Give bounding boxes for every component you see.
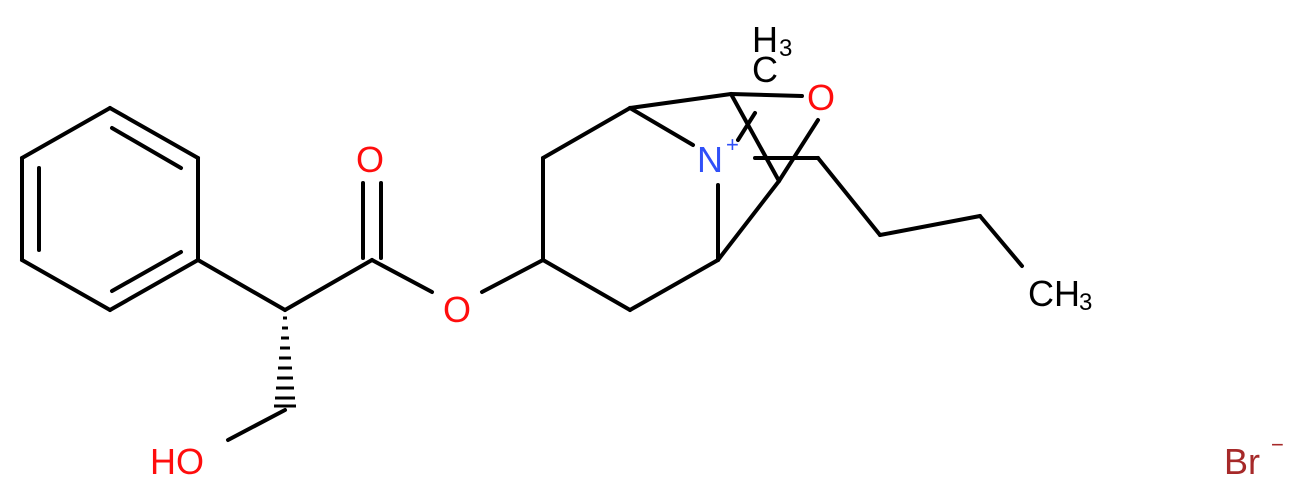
benzene-ring	[20, 106, 200, 312]
butyl-subscript-label: 3	[1079, 289, 1092, 316]
butyl-chain	[753, 156, 1024, 268]
ch2-oh-bond	[226, 408, 287, 442]
bromide-label: Br	[1224, 441, 1260, 482]
tropane-skeleton	[541, 92, 820, 312]
methyl-subscript-label: 3	[779, 35, 792, 62]
bromide-charge-label: −	[1271, 432, 1284, 457]
hashed-wedge-bond	[274, 316, 296, 408]
carbonyl-oxygen-label: O	[356, 139, 384, 180]
ester-chain	[196, 181, 545, 312]
butyl-terminal-label: CH	[1028, 273, 1080, 314]
hydroxyl-label: HO	[150, 441, 204, 482]
epoxide-oxygen-label: O	[807, 77, 835, 118]
nitrogen-charge-label: +	[726, 132, 739, 157]
nitrogen-label: N	[697, 139, 723, 180]
ester-oxygen-label: O	[443, 289, 471, 330]
methyl-c-label: C	[752, 49, 778, 90]
methyl-h-label: H	[752, 19, 778, 60]
